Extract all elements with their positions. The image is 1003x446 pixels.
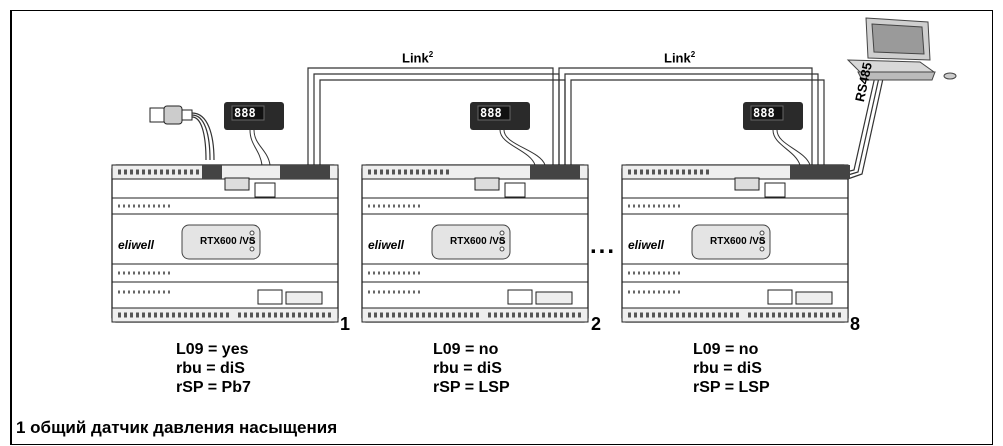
display-reading-8: 888 — [753, 106, 775, 120]
param-rsp: rSP = Pb7 — [176, 379, 251, 396]
controller-1 — [111, 164, 339, 323]
pressure-sensor — [149, 105, 215, 161]
param-rsp: rSP = LSP — [693, 379, 770, 396]
display-keypad-2 — [470, 102, 546, 166]
unit-number-1: 1 — [340, 314, 351, 334]
ellipsis: ... — [590, 232, 617, 259]
brand-logo-8: eliwell — [628, 238, 665, 252]
unit-number-8: 8 — [850, 314, 861, 334]
figure-caption: 1 общий датчик давления насыщения — [16, 418, 338, 437]
status-leds — [249, 230, 765, 252]
display-reading-2: 888 — [480, 106, 502, 120]
link-label-2: Link2 — [664, 50, 696, 66]
brand-logo-2: eliwell — [368, 238, 405, 252]
params-unit-2: L09 = no rbu = diS rSP = LSP — [433, 340, 510, 397]
model-label-2: RTX600 /VS — [450, 236, 506, 247]
unit-number-2: 2 — [591, 314, 602, 334]
param-l09: L09 = yes — [176, 341, 249, 358]
param-rbu: rbu = diS — [693, 360, 762, 377]
param-rsp: rSP = LSP — [433, 379, 510, 396]
param-rbu: rbu = diS — [433, 360, 502, 377]
model-label-1: RTX600 /VS — [200, 236, 256, 247]
model-label-8: RTX600 /VS — [710, 236, 766, 247]
params-unit-8: L09 = no rbu = diS rSP = LSP — [693, 340, 770, 397]
terminal-rows — [118, 169, 842, 318]
diagram-frame — [10, 10, 993, 445]
display-keypad-1 — [224, 102, 284, 166]
display-reading-1: 888 — [234, 106, 256, 120]
param-rbu: rbu = diS — [176, 360, 245, 377]
controller-2 — [361, 164, 589, 323]
link-label-1: Link2 — [402, 50, 434, 66]
display-keypad-8 — [743, 102, 811, 166]
param-l09: L09 = no — [693, 341, 759, 358]
io-rows — [118, 204, 680, 294]
controller-8 — [621, 164, 850, 323]
params-unit-1: L09 = yes rbu = diS rSP = Pb7 — [176, 340, 251, 397]
link-bus-2-8 — [558, 67, 825, 165]
pc-terminal — [846, 17, 957, 81]
param-l09: L09 = no — [433, 341, 499, 358]
brand-logo-1: eliwell — [118, 238, 155, 252]
